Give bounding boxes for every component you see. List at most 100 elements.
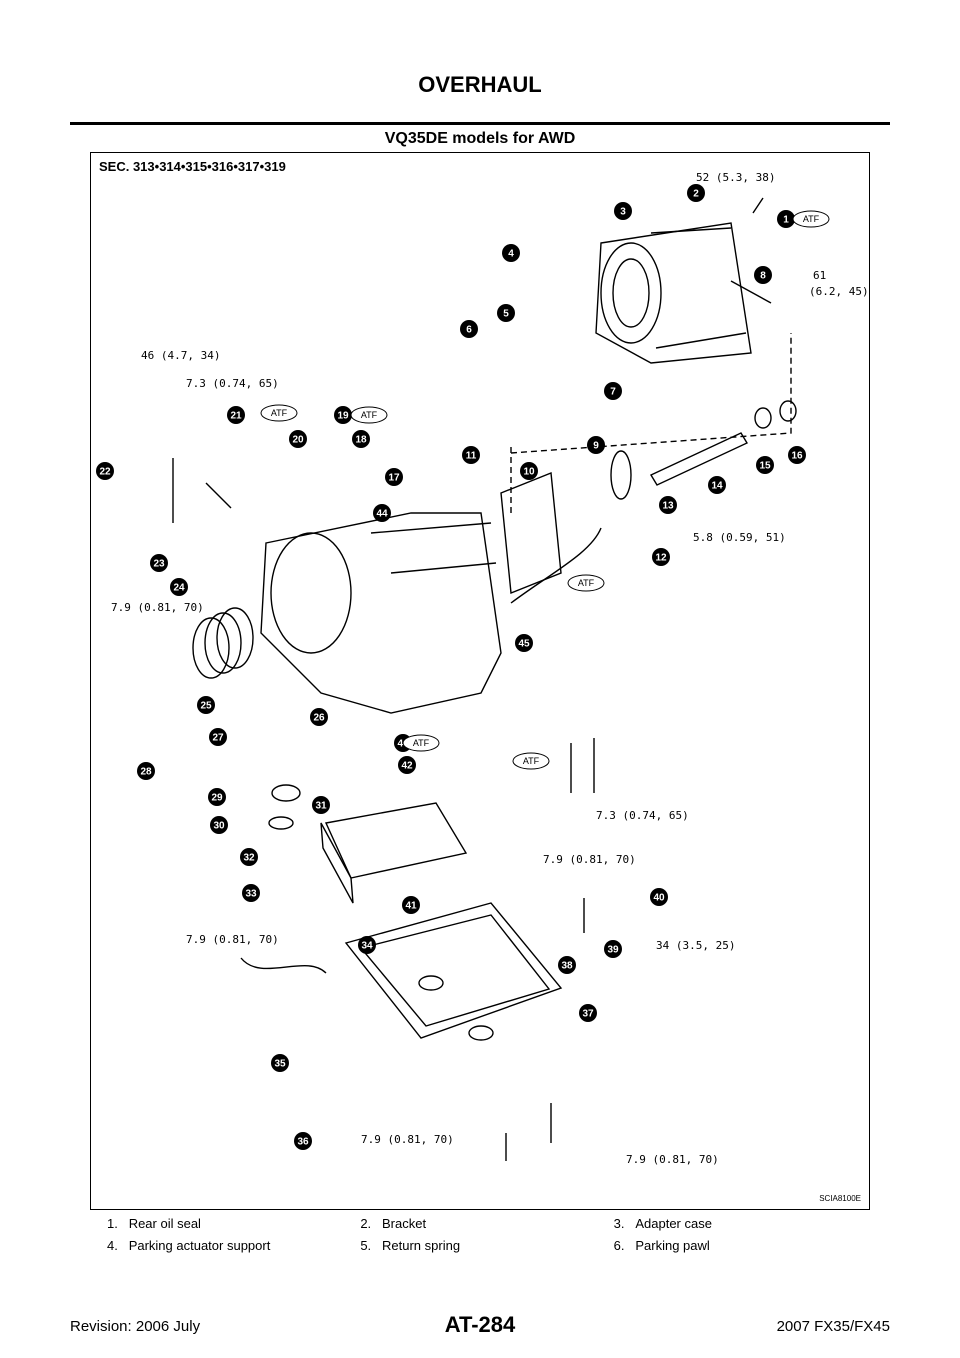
- atf-badge: ATF: [402, 734, 440, 752]
- part-callout-44: 44: [373, 504, 391, 522]
- figure-code: SCIA8100E: [819, 1194, 861, 1203]
- part-callout-3: 3: [614, 202, 632, 220]
- part-callout-35: 35: [271, 1054, 289, 1072]
- adapter-case-outline: [595, 222, 752, 364]
- part-callout-15: 15: [756, 456, 774, 474]
- part-callout-24: 24: [170, 578, 188, 596]
- part-callout-28: 28: [137, 762, 155, 780]
- svg-text:34: 34: [361, 941, 373, 952]
- part-callout-25: 25: [197, 696, 215, 714]
- exploded-diagram-drawing: 1234567891011121314151617181920212223242…: [96, 184, 830, 1161]
- atf-badge: ATF: [567, 574, 605, 592]
- legend-item: 5. Return spring: [360, 1237, 461, 1253]
- svg-text:33: 33: [245, 889, 257, 900]
- svg-text:22: 22: [99, 467, 111, 478]
- svg-text:30: 30: [213, 821, 225, 832]
- part-callout-16: 16: [788, 446, 806, 464]
- svg-text:44: 44: [376, 509, 388, 520]
- part-callout-29: 29: [208, 788, 226, 806]
- part-callout-17: 17: [385, 468, 403, 486]
- svg-text:15: 15: [759, 461, 771, 472]
- svg-text:37: 37: [582, 1009, 594, 1020]
- torque-label-7-3-upper: 7.3 (0.74, 65): [186, 377, 279, 390]
- svg-text:36: 36: [297, 1137, 309, 1148]
- svg-text:ATF: ATF: [803, 214, 820, 224]
- torque-label-7-9-case: 7.9 (0.81, 70): [111, 601, 204, 614]
- control-valve: [324, 802, 468, 879]
- header-rule: [70, 122, 890, 125]
- part-callout-27: 27: [209, 728, 227, 746]
- parts-legend: 1. Rear oil seal 2. Bracket 3. Adapter c…: [107, 1212, 867, 1256]
- svg-text:20: 20: [292, 435, 304, 446]
- part-callout-20: 20: [289, 430, 307, 448]
- part-callout-2: 2: [687, 184, 705, 202]
- part-callout-31: 31: [312, 796, 330, 814]
- svg-text:24: 24: [173, 583, 185, 594]
- svg-text:2: 2: [693, 189, 699, 200]
- svg-text:16: 16: [791, 451, 803, 462]
- svg-text:12: 12: [655, 553, 667, 564]
- footer-revision: Revision: 2006 July: [70, 1318, 201, 1335]
- svg-text:6: 6: [466, 325, 472, 336]
- footer-model: 2007 FX35/FX45: [776, 1318, 890, 1335]
- svg-text:32: 32: [243, 853, 255, 864]
- legend-item: 4. Parking actuator support: [107, 1237, 271, 1253]
- svg-text:ATF: ATF: [523, 756, 540, 766]
- part-callout-37: 37: [579, 1004, 597, 1022]
- part-callout-19: 19: [334, 406, 352, 424]
- legend-item: 2. Bracket: [360, 1215, 427, 1231]
- atf-badge: ATF: [350, 406, 388, 424]
- torque-label-8b: (6.2, 45): [809, 285, 869, 298]
- svg-text:21: 21: [230, 411, 242, 422]
- svg-text:ATF: ATF: [271, 408, 288, 418]
- svg-text:14: 14: [711, 481, 723, 492]
- part-callout-23: 23: [150, 554, 168, 572]
- svg-text:40: 40: [653, 893, 665, 904]
- page-header-title: OVERHAUL: [418, 72, 542, 97]
- svg-text:41: 41: [405, 901, 417, 912]
- svg-text:38: 38: [561, 961, 573, 972]
- legend-item: 1. Rear oil seal: [107, 1215, 201, 1231]
- part-callout-22: 22: [96, 462, 114, 480]
- svg-text:35: 35: [274, 1059, 286, 1070]
- transmission-case: [260, 512, 502, 714]
- svg-text:13: 13: [662, 501, 674, 512]
- part-callout-40: 40: [650, 888, 668, 906]
- svg-text:11: 11: [466, 451, 477, 462]
- atf-badge: ATF: [512, 752, 550, 770]
- part-callout-4: 4: [502, 244, 520, 262]
- part-callout-13: 13: [659, 496, 677, 514]
- section-code-label: SEC. 313•314•315•316•317•319: [99, 159, 286, 174]
- oil-pan: [344, 902, 563, 1039]
- part-callout-1: 1: [777, 210, 795, 228]
- torque-label-5-8: 5.8 (0.59, 51): [693, 531, 786, 544]
- svg-text:ATF: ATF: [413, 738, 430, 748]
- torque-label-pan-bolt-right: 7.9 (0.81, 70): [626, 1153, 719, 1166]
- part-callout-42: 42: [398, 756, 416, 774]
- part-callout-8: 8: [754, 266, 772, 284]
- svg-text:27: 27: [212, 733, 224, 744]
- svg-text:25: 25: [200, 701, 212, 712]
- part-callout-12: 12: [652, 548, 670, 566]
- svg-text:17: 17: [388, 473, 400, 484]
- torque-label-stud: 46 (4.7, 34): [141, 349, 221, 362]
- svg-text:39: 39: [607, 945, 619, 956]
- part-callout-41: 41: [402, 896, 420, 914]
- svg-text:31: 31: [315, 801, 327, 812]
- atf-badge: ATF: [260, 404, 298, 422]
- part-callout-14: 14: [708, 476, 726, 494]
- svg-text:23: 23: [153, 559, 165, 570]
- svg-text:5: 5: [503, 309, 509, 320]
- part-callout-7: 7: [604, 382, 622, 400]
- svg-text:1: 1: [783, 215, 789, 226]
- output-shaft: [650, 432, 748, 486]
- atf-badge: ATF: [792, 210, 830, 228]
- svg-text:29: 29: [211, 793, 223, 804]
- footer-page-number: AT-284: [444, 1312, 516, 1337]
- svg-text:ATF: ATF: [361, 410, 378, 420]
- svg-text:42: 42: [401, 761, 413, 772]
- svg-text:4: 4: [508, 249, 514, 260]
- part-callout-39: 39: [604, 940, 622, 958]
- svg-text:18: 18: [355, 435, 367, 446]
